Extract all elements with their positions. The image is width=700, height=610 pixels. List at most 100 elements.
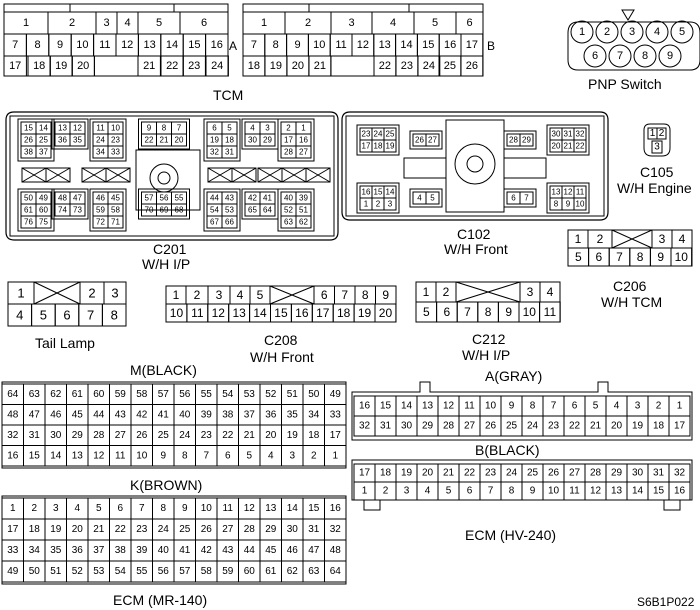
pin-number: 21	[564, 142, 573, 151]
pin-number: 19	[632, 421, 644, 432]
pin-number: 1	[10, 503, 16, 514]
pin-cell	[107, 145, 124, 159]
pin-number: 48	[58, 194, 67, 203]
pin-number: 6	[592, 50, 598, 62]
pin-number: 18	[380, 468, 392, 479]
pin-number: 5	[679, 26, 685, 38]
pnp-pin	[633, 44, 657, 68]
pin-number: 60	[39, 206, 48, 215]
pin-number: 55	[201, 389, 213, 400]
pin-number: 24	[211, 60, 223, 72]
pin-cell	[93, 55, 139, 77]
pin-number: 7	[87, 308, 94, 323]
pin-number: 50	[308, 389, 320, 400]
pin-number: 29	[263, 136, 272, 145]
pin-cell	[670, 247, 693, 267]
pin-number: 62	[299, 218, 308, 227]
c206-label: C206	[613, 278, 647, 294]
pin-number: 74	[58, 206, 67, 215]
pin-number: 40	[179, 409, 191, 420]
pin-number: 17	[362, 142, 371, 151]
pin-number: 3	[265, 124, 270, 133]
pin-number: 52	[284, 206, 293, 215]
pin-number: 30	[401, 421, 413, 432]
pin-number: 26	[485, 421, 497, 432]
pin-number: 13	[58, 124, 67, 133]
pin-number: 6	[467, 486, 473, 497]
pin-number: 2	[656, 401, 662, 412]
pin-number: 41	[179, 545, 191, 556]
pin-number: 71	[111, 218, 120, 227]
pin-number: 35	[73, 136, 82, 145]
pin-number: 3	[654, 142, 660, 153]
pin-number: 16	[330, 503, 342, 514]
pin-number: 63	[284, 218, 293, 227]
pin-number: 7	[203, 450, 209, 461]
pin-number: 24	[527, 421, 539, 432]
pin-number: 37	[244, 409, 256, 420]
pin-number: 15	[308, 503, 320, 514]
pin-number: 29	[522, 136, 531, 145]
pin-number: 13	[611, 486, 623, 497]
terminal-block	[203, 188, 241, 232]
pin-number: 22	[379, 60, 391, 72]
pin-number: 21	[143, 60, 155, 72]
pin-number: 20	[292, 60, 304, 72]
pin-number: 18	[248, 60, 260, 72]
pin-number: 14	[386, 188, 395, 197]
pin-cell	[383, 197, 397, 211]
pin-number: 66	[225, 218, 234, 227]
pin-number: 8	[182, 450, 188, 461]
pin-cell	[668, 415, 691, 437]
pin-number: 2	[604, 26, 610, 38]
pin-cell	[668, 481, 691, 501]
pin-number: 72	[96, 218, 105, 227]
m-black-label: M(BLACK)	[130, 362, 197, 378]
pin-number: 73	[73, 206, 82, 215]
pin-number: 19	[401, 468, 413, 479]
pin-number: 7	[251, 39, 257, 51]
pin-number: 18	[308, 430, 320, 441]
pin-number: 24	[423, 60, 435, 72]
pin-cell	[519, 191, 534, 205]
pin-number: 9	[667, 50, 673, 62]
pin-number: 53	[93, 566, 105, 577]
pin-cell	[3, 55, 27, 77]
pin-number: 30	[287, 524, 299, 535]
pin-number: 13	[143, 39, 155, 51]
pin-cell	[35, 215, 52, 229]
pin-number: 37	[93, 545, 105, 556]
c201-inner	[9, 115, 335, 237]
pin-number: 59	[222, 566, 234, 577]
pin-number: 25	[386, 130, 395, 139]
pin-cell	[383, 139, 397, 153]
pin-number: 1	[301, 124, 306, 133]
pin-number: 15	[653, 486, 665, 497]
pnp-pin	[670, 20, 694, 44]
pin-number: 24	[374, 130, 383, 139]
pin-number: 5	[432, 17, 438, 29]
pin-number: 27	[464, 421, 476, 432]
pin-number: 5	[156, 17, 162, 29]
pin-number: 63	[29, 389, 41, 400]
pin-number: 12	[121, 39, 133, 51]
pin-number: 6	[321, 288, 328, 302]
pin-number: 42	[248, 194, 257, 203]
pin-number: 29	[422, 421, 434, 432]
terminal-block	[17, 188, 55, 232]
pin-number: 29	[72, 430, 84, 441]
pin-number: 58	[111, 206, 120, 215]
pin-number: 19	[210, 136, 219, 145]
pin-number: 38	[115, 545, 127, 556]
pin-number: 3	[635, 401, 641, 412]
pin-number: 1	[579, 26, 585, 38]
pin-number: 27	[428, 136, 437, 145]
pin-number: 49	[39, 194, 48, 203]
pin-cell	[205, 55, 229, 77]
pin-number: 65	[248, 206, 257, 215]
pin-cell	[425, 133, 440, 147]
pin-number: 25	[39, 136, 48, 145]
connector-b-label: B	[487, 39, 496, 53]
pnp-key-marker	[621, 9, 635, 21]
pin-number: 11	[191, 306, 204, 320]
